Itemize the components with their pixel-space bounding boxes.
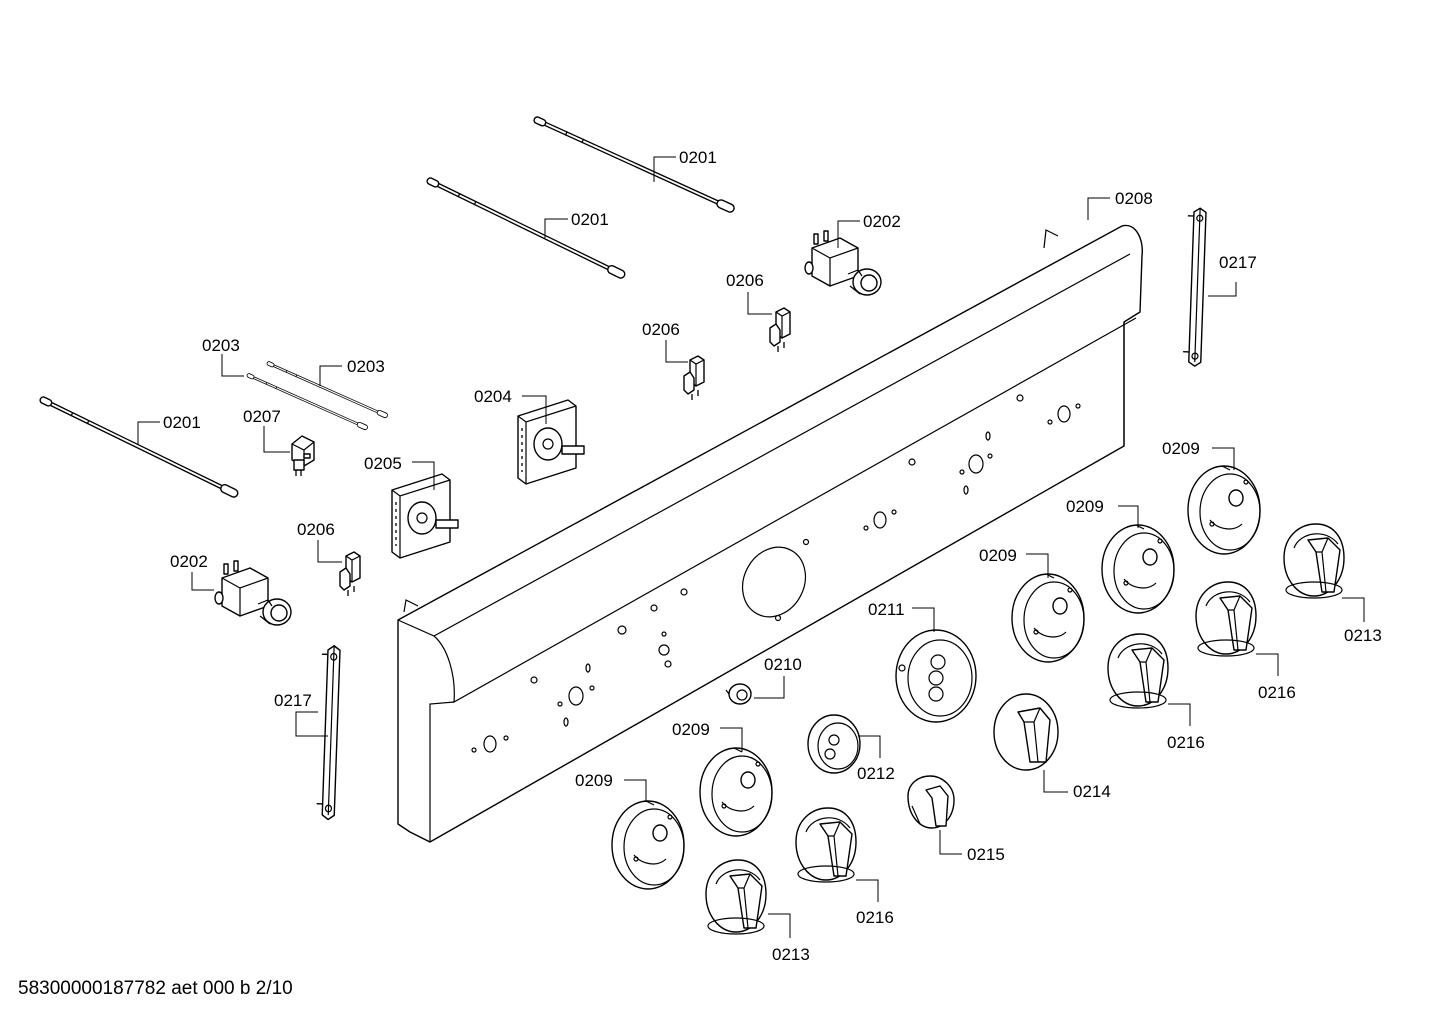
label-0216: 0216 bbox=[856, 908, 894, 927]
label-0217: 0217 bbox=[1219, 253, 1257, 272]
label-0201: 0201 bbox=[163, 413, 201, 432]
knob-part-0216 bbox=[795, 807, 857, 883]
label-0210: 0210 bbox=[764, 655, 802, 674]
microswitch-part-0206 bbox=[769, 307, 791, 353]
label-0206: 0206 bbox=[642, 320, 680, 339]
microswitch-part-0206 bbox=[683, 355, 705, 401]
bezel-part-0209 bbox=[1187, 465, 1261, 555]
microswitch-part-0206 bbox=[339, 551, 361, 597]
label-0203: 0203 bbox=[202, 336, 240, 355]
bracket-part-0217 bbox=[315, 644, 341, 821]
bezel-part-0209 bbox=[1011, 573, 1085, 663]
label-0207: 0207 bbox=[243, 407, 281, 426]
grommet-part-0210 bbox=[725, 683, 752, 705]
knob-part-0216 bbox=[1195, 581, 1257, 657]
label-0201: 0201 bbox=[679, 148, 717, 167]
label-0209: 0209 bbox=[1066, 497, 1104, 516]
label-0216: 0216 bbox=[1258, 683, 1296, 702]
display-ring-part-0211 bbox=[895, 629, 977, 723]
control-panel-part-0208 bbox=[397, 224, 1143, 843]
thermostat-part-0204 bbox=[517, 399, 585, 485]
knob-part-0213 bbox=[705, 859, 767, 935]
label-0215: 0215 bbox=[967, 845, 1005, 864]
label-0203: 0203 bbox=[347, 357, 385, 376]
label-0201: 0201 bbox=[571, 210, 609, 229]
valve-part-0202 bbox=[804, 230, 882, 296]
label-0213: 0213 bbox=[772, 945, 810, 964]
leader-lines bbox=[137, 156, 1365, 938]
label-0206: 0206 bbox=[726, 271, 764, 290]
label-0204: 0204 bbox=[474, 387, 512, 406]
bracket-part-0217 bbox=[1181, 207, 1207, 368]
label-0212: 0212 bbox=[857, 764, 895, 783]
label-0202: 0202 bbox=[863, 212, 901, 231]
drawing-reference: 58300000187782 aet 000 b 2/10 bbox=[18, 978, 293, 999]
label-0205: 0205 bbox=[364, 454, 402, 473]
label-0202: 0202 bbox=[170, 552, 208, 571]
label-0206: 0206 bbox=[297, 520, 335, 539]
label-0214: 0214 bbox=[1073, 782, 1111, 801]
knob-part-0213 bbox=[1283, 523, 1345, 599]
valve-part-0202 bbox=[214, 560, 292, 626]
label-0209: 0209 bbox=[672, 720, 710, 739]
label-0211: 0211 bbox=[868, 600, 905, 619]
knob-part-0214 bbox=[993, 693, 1059, 771]
bezel-part-0209 bbox=[1101, 524, 1175, 614]
toggle-switch-part-0207 bbox=[291, 435, 315, 477]
part-labels: 0201 0201 0201 0202 0202 0203 0203 0204 … bbox=[163, 148, 1382, 964]
bezel-part-0209 bbox=[611, 800, 685, 890]
label-0208: 0208 bbox=[1115, 189, 1153, 208]
label-0209: 0209 bbox=[1162, 439, 1200, 458]
label-0213: 0213 bbox=[1344, 626, 1382, 645]
label-0209: 0209 bbox=[979, 546, 1017, 565]
indicator-part-0212 bbox=[807, 714, 861, 774]
label-0216: 0216 bbox=[1167, 733, 1205, 752]
knob-part-0215 bbox=[907, 775, 955, 829]
label-0217: 0217 bbox=[274, 691, 312, 710]
bezel-part-0209 bbox=[699, 747, 773, 837]
rod-part-0201 bbox=[38, 394, 240, 500]
thermostat-part-0205 bbox=[391, 473, 459, 559]
knob-part-0216 bbox=[1107, 633, 1169, 709]
label-0209: 0209 bbox=[575, 771, 613, 790]
